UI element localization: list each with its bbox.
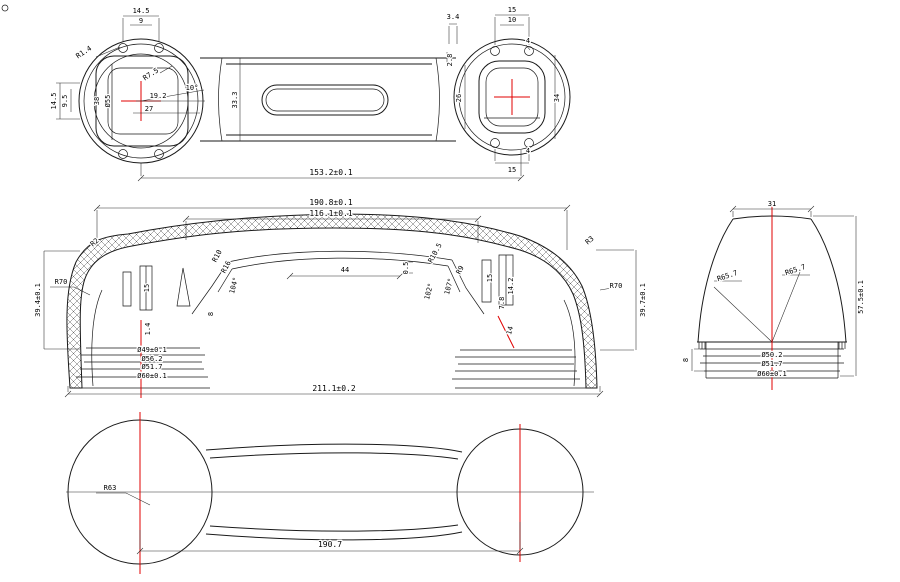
dim-label: Ø56.2 — [141, 355, 162, 363]
dim-label: 39.4±0.1 — [34, 283, 42, 317]
dim-label: 3.4 — [447, 13, 460, 21]
bottom-center-marks — [139, 412, 521, 574]
dim-label: Ø51.7 — [141, 363, 162, 371]
top-view-dimension-lines — [56, 14, 556, 182]
end-view: 31 R65.7 R65.7 57.5±0.1 8 Ø50.2 Ø51.7 Ø6… — [681, 199, 866, 390]
dim-label: 211.1±0.2 — [312, 384, 356, 393]
dim-label: 10 — [508, 16, 516, 24]
dim-label: 102° — [423, 282, 435, 300]
dim-label: 9 — [139, 17, 143, 25]
dim-label: R1.4 — [75, 44, 93, 60]
dim-label: 1.4 — [144, 323, 152, 336]
dim-label: Ø60±0.1 — [137, 372, 167, 380]
top-view: 14.5 9 R1.4 14.5 9.5 38 Ø55 19.2 27 R7.5… — [49, 5, 571, 182]
dim-label: 38 — [93, 97, 101, 105]
dim-label: 27 — [145, 105, 153, 113]
dim-label: 4 — [526, 147, 530, 155]
dim-label: 14 — [505, 325, 515, 335]
handle-slot — [261, 84, 389, 116]
right-cap-circles — [453, 38, 571, 156]
dim-label: 57.5±0.1 — [857, 280, 865, 314]
dim-label: R9 — [455, 264, 466, 275]
dim-label: 4 — [526, 37, 530, 45]
dim-label: R16 — [220, 260, 233, 275]
dim-label: 44 — [341, 266, 349, 274]
dim-label: 8 — [682, 358, 690, 362]
dim-label: 15 — [143, 284, 151, 292]
dim-label: 15 — [486, 274, 494, 282]
dim-label: 153.2±0.1 — [309, 168, 353, 177]
section-view: 190.8±0.1 116.1±0.1 R2 R70 39.4±0.1 15 1… — [33, 197, 648, 398]
dim-label: Ø60±0.1 — [757, 370, 787, 378]
dim-label: Ø49±0.1 — [137, 346, 167, 354]
end-view-radius-lines — [713, 271, 801, 343]
dim-label: 190.7 — [318, 540, 342, 549]
dim-label: R70 — [610, 282, 623, 290]
dim-label: 2.8 — [446, 54, 454, 67]
handle-bar — [200, 57, 456, 142]
dim-label: R10.5 — [427, 242, 444, 264]
section-dimension-lines — [43, 204, 637, 398]
dim-label: 9.5 — [61, 95, 69, 108]
dim-label: 10° — [186, 84, 199, 92]
dim-label: R10 — [211, 249, 224, 264]
stray-mark — [1, 4, 9, 12]
left-cap-screw-holes — [118, 43, 164, 159]
dim-label: 190.8±0.1 — [309, 198, 353, 207]
bottom-dimension-lines — [96, 492, 524, 555]
section-center-marks — [140, 315, 515, 398]
dim-label: Ø55 — [104, 95, 112, 108]
dim-label: 33.3 — [231, 92, 239, 109]
dim-label: Ø51.7 — [761, 360, 782, 368]
dim-label: 14.5 — [50, 93, 58, 110]
section-interior-details — [70, 250, 597, 389]
end-view-dimension-lines — [691, 205, 857, 377]
bottom-view: R63 190.7 — [66, 412, 594, 574]
dim-label: 0.5 — [402, 262, 410, 275]
dim-label: 7.8 — [498, 297, 506, 310]
dim-label: R70 — [55, 278, 68, 286]
dim-label: 14.2 — [507, 278, 515, 295]
dim-label: 15 — [508, 166, 516, 174]
dim-label: 107° — [443, 277, 455, 295]
handle-slot-inner — [265, 88, 385, 112]
dim-label: 39.7±0.1 — [639, 283, 647, 317]
dim-label: 14.5 — [133, 7, 150, 15]
dim-label: 8 — [207, 312, 215, 316]
dim-label: 104° — [228, 276, 240, 294]
dim-label: 19.2 — [150, 92, 167, 100]
dim-label: 34 — [553, 94, 561, 102]
dim-label: R63 — [104, 484, 117, 492]
bottom-handle-edges — [205, 443, 463, 541]
dim-label: 116.1±0.1 — [309, 209, 353, 218]
dim-label: R3 — [584, 235, 596, 247]
dim-label: R7.5 — [142, 66, 160, 82]
dim-label: 26 — [455, 94, 463, 102]
dim-label: 31 — [768, 200, 776, 208]
dim-label: 15 — [508, 6, 516, 14]
dim-label: Ø50.2 — [761, 351, 782, 359]
